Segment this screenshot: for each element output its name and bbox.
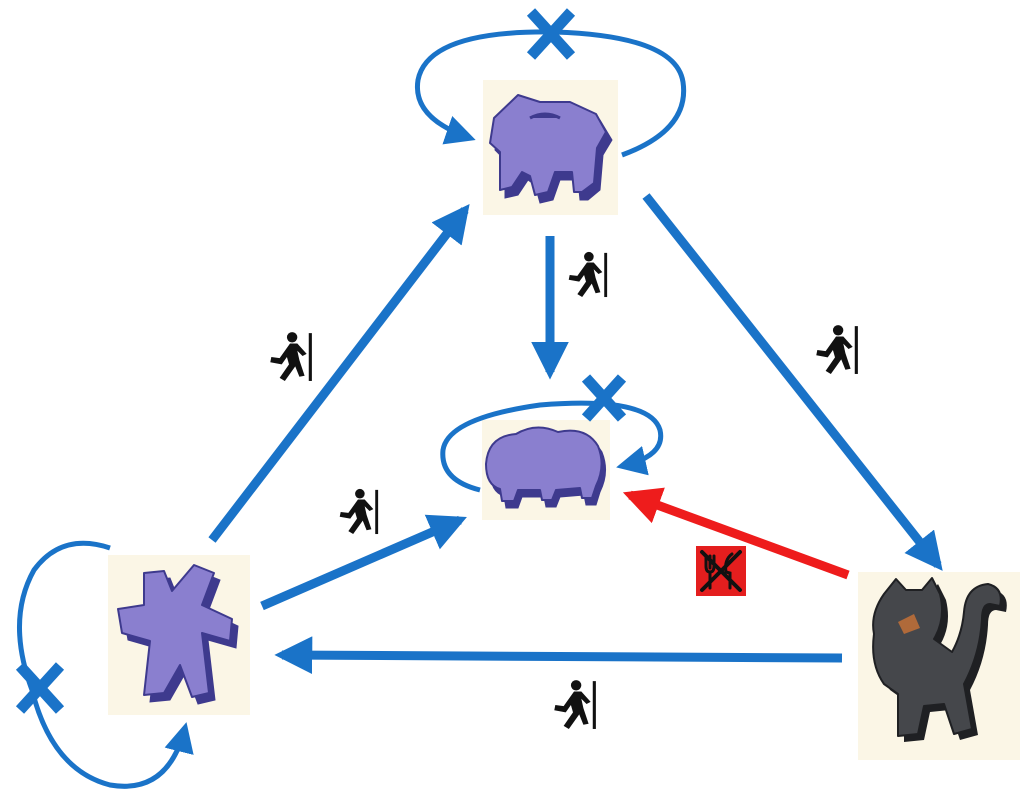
edge-person-to-sheep <box>260 514 467 611</box>
node-cat <box>858 572 1020 760</box>
edge-person-to-horse <box>208 204 470 543</box>
edge-horse-to-cat <box>642 193 943 571</box>
node-horse <box>483 80 618 215</box>
purple-horse-meeple-icon <box>489 94 613 204</box>
self-loop-sheep <box>440 374 664 493</box>
x-mark-icon <box>526 8 576 60</box>
x-mark-icon <box>581 374 627 422</box>
node-sheep <box>482 420 610 520</box>
x-mark-icon <box>15 662 65 714</box>
edge-cat-to-sheep-forbidden <box>622 487 850 580</box>
black-cat-meeple-icon <box>872 577 1007 742</box>
walking-person-icon <box>339 488 379 535</box>
purple-sheep-meeple-icon <box>485 426 606 509</box>
no-eating-icon <box>696 546 746 596</box>
edge-cat-to-person <box>274 636 843 675</box>
walking-person-icon <box>270 332 312 381</box>
walking-person-icon <box>568 251 608 298</box>
walking-person-icon <box>554 680 596 729</box>
self-loop-horse <box>414 8 687 158</box>
node-person <box>108 555 250 715</box>
purple-person-meeple-icon <box>117 564 239 705</box>
self-loop-person <box>15 540 194 789</box>
walking-person-icon <box>816 325 858 374</box>
